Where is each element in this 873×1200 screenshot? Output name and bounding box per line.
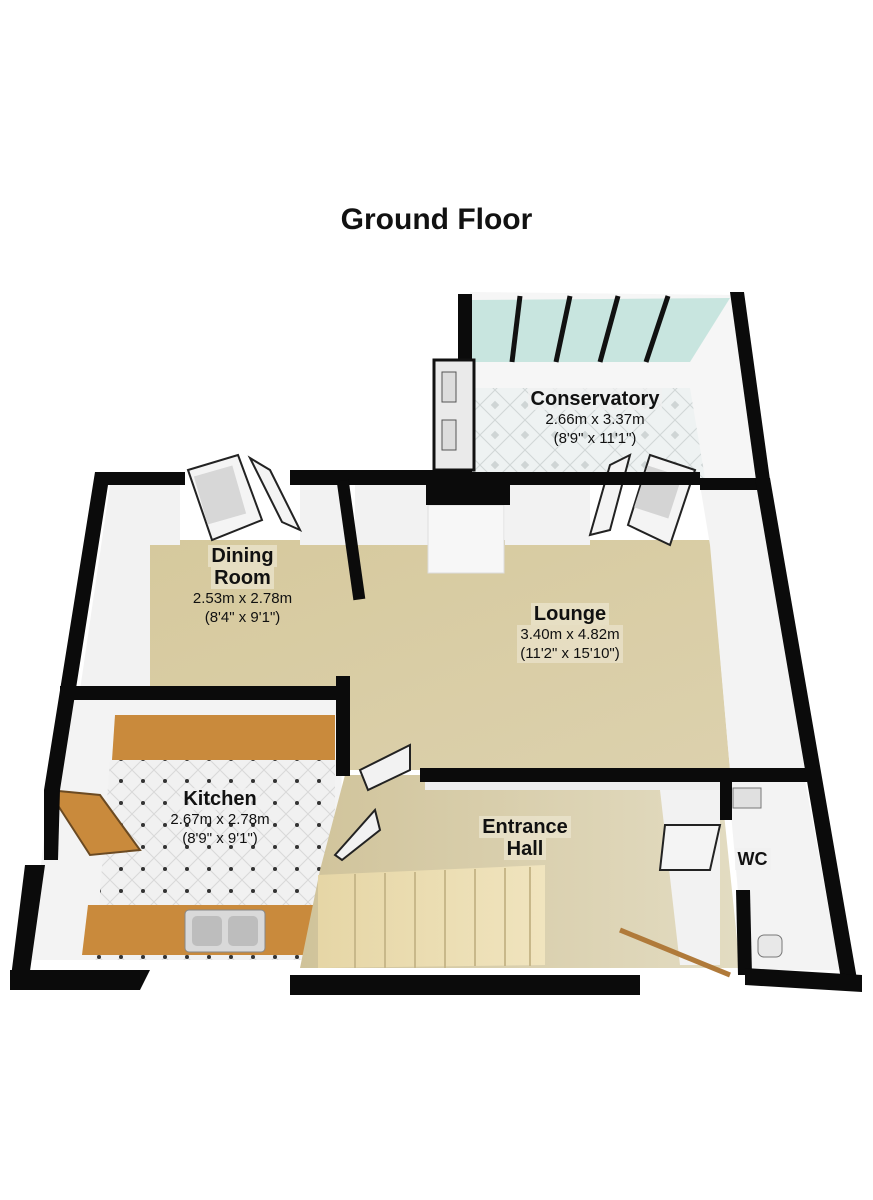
dining-wall-face <box>80 485 180 690</box>
kitchen-imperial: (8'9" x 9'1") <box>182 830 258 847</box>
hall-name-line1: Entrance <box>479 816 571 838</box>
wc-name: WC <box>734 848 771 870</box>
chimney-breast <box>427 504 505 574</box>
dining-french-doors[interactable] <box>186 453 303 542</box>
walls <box>10 470 862 995</box>
front-door[interactable] <box>619 927 731 978</box>
dining-metric: 2.53m x 2.78m <box>192 590 293 607</box>
entrance-hall <box>300 775 740 978</box>
hall-doors[interactable] <box>333 743 722 871</box>
lounge-name: Lounge <box>530 603 610 625</box>
kitchen-metric: 2.67m x 2.78m <box>170 811 270 828</box>
wc-label: WC <box>725 848 780 870</box>
kitchen-label: Kitchen 2.67m x 2.78m (8'9" x 9'1") <box>140 788 300 848</box>
kitchen-room <box>30 700 345 960</box>
floor-title: Ground Floor <box>340 203 533 236</box>
conservatory-imperial: (8'9" x 11'1") <box>553 430 637 447</box>
dining-label: Dining Room 2.53m x 2.78m (8'4" x 9'1") <box>160 545 325 627</box>
dining-name-line1: Dining <box>208 545 277 567</box>
conservatory-label: Conservatory 2.66m x 3.37m (8'9" x 11'1"… <box>505 388 685 448</box>
hall-name-line2: Hall <box>503 838 547 860</box>
conservatory-room <box>432 292 770 480</box>
conservatory-metric: 2.66m x 3.37m <box>545 411 645 428</box>
kitchen-worktop-top <box>112 715 335 760</box>
lounge-imperial: (11'2" x 15'10") <box>517 644 623 663</box>
wc-room <box>728 780 840 970</box>
toilet-icon <box>757 934 783 958</box>
hall-label: Entrance Hall <box>460 816 590 860</box>
lounge-label: Lounge 3.40m x 4.82m (11'2" x 15'10") <box>470 603 670 663</box>
kitchen-name: Kitchen <box>180 788 260 810</box>
staircase <box>318 865 545 968</box>
conservatory-name: Conservatory <box>527 388 663 410</box>
kitchen-back-door[interactable] <box>46 788 142 857</box>
dining-imperial: (8'4" x 9'1") <box>204 609 281 626</box>
dining-name-line2: Room <box>211 567 274 589</box>
lounge-metric: 3.40m x 4.82m <box>517 625 623 644</box>
wc-basin-icon <box>732 787 762 809</box>
